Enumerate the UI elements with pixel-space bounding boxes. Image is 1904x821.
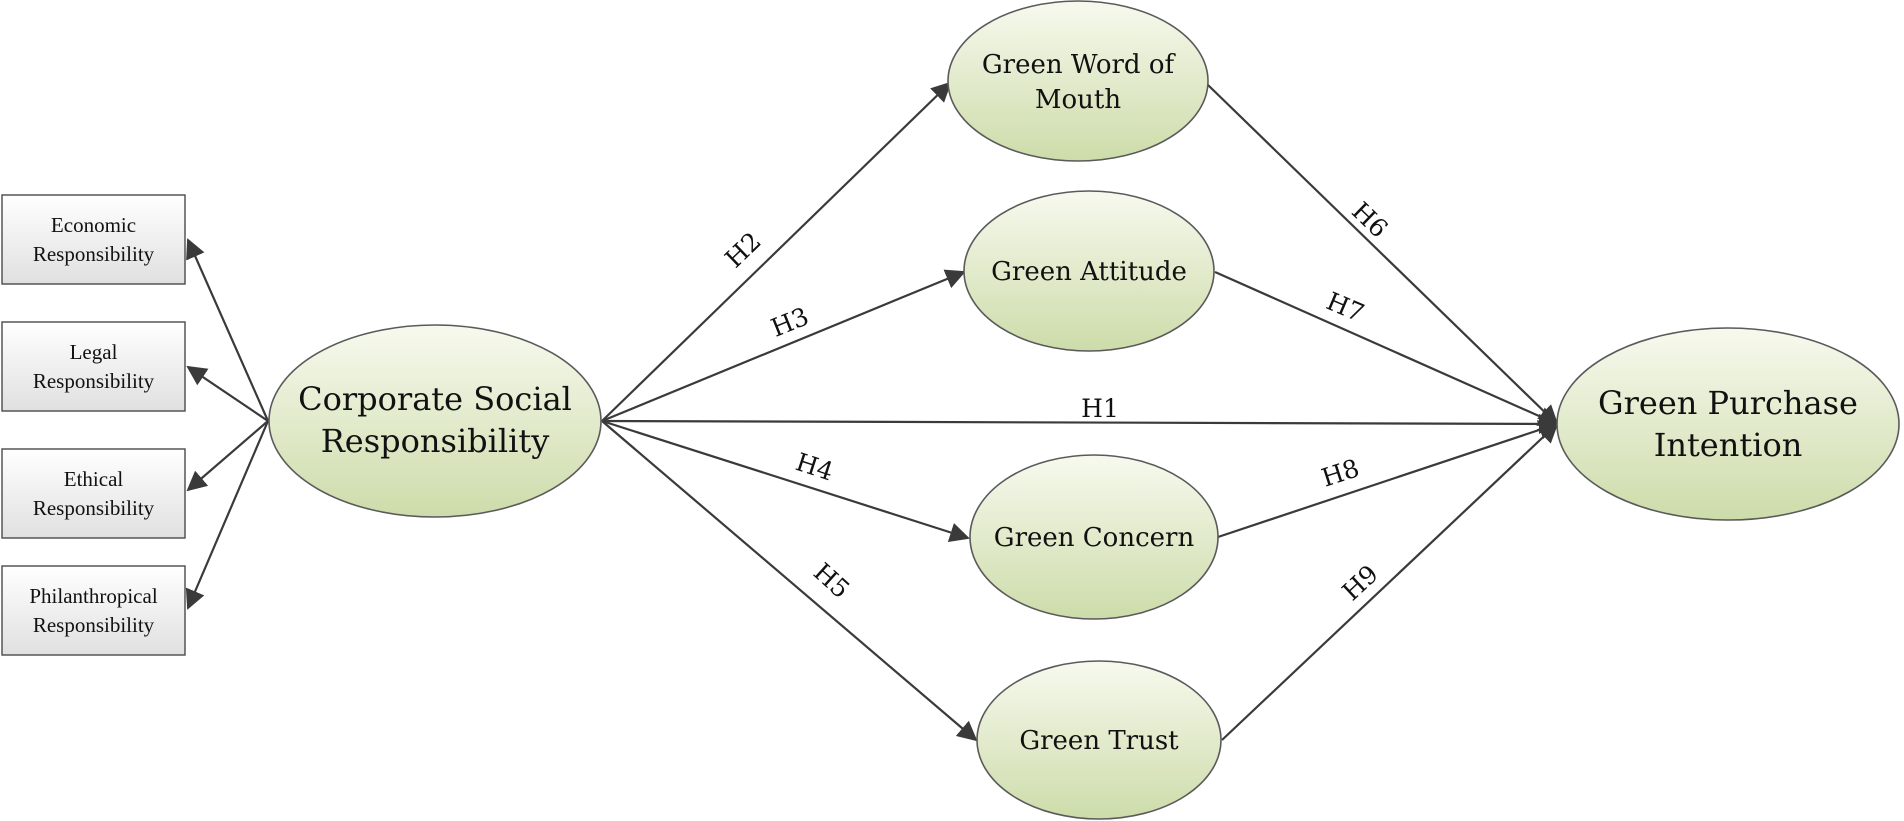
node-concern-line1: Green Concern: [994, 523, 1195, 553]
dimension-arrows: [185, 238, 270, 610]
dimension-legal-line1: Legal: [70, 340, 118, 364]
node-green-concern: Green Concern: [969, 454, 1219, 620]
node-gpi-line1: Green Purchase: [1598, 384, 1858, 422]
label-h6: H6: [1346, 196, 1393, 243]
arrow-h9: [1221, 422, 1559, 741]
arrow-csr-to-philanthropical: [185, 420, 270, 610]
arrow-h1: [601, 413, 1559, 434]
arrow-h4: [601, 419, 970, 543]
arrow-csr-to-legal: [186, 365, 269, 422]
dimension-box-philanthropical: Philanthropical Responsibility: [1, 565, 186, 656]
node-csr-line2: Responsibility: [321, 422, 550, 460]
arrow-h5: [601, 420, 978, 742]
dimension-legal-line2: Responsibility: [33, 369, 155, 393]
dimension-ethical-line2: Responsibility: [33, 496, 155, 520]
arrow-h6: [1207, 84, 1559, 426]
hypothesis-arrows: [601, 81, 1559, 742]
dimension-box-ethical: Ethical Responsibility: [1, 448, 186, 539]
node-green-word-of-mouth: Green Word of Mouth: [947, 0, 1209, 162]
dimension-box-economic: Economic Responsibility: [1, 194, 186, 285]
arrow-csr-to-ethical: [186, 420, 269, 492]
label-h1: H1: [1081, 394, 1119, 423]
label-h9: H9: [1337, 559, 1384, 606]
arrow-h8: [1217, 420, 1559, 539]
node-corporate-social-responsibility: Corporate Social Responsibility: [268, 324, 602, 518]
node-green-trust: Green Trust: [976, 660, 1222, 820]
node-gpi-line2: Intention: [1654, 426, 1803, 464]
dimension-economic-line1: Economic: [51, 213, 136, 237]
node-trust-line1: Green Trust: [1019, 726, 1179, 756]
node-gwom-line2: Mouth: [1035, 85, 1121, 115]
dimension-box-legal: Legal Responsibility: [1, 321, 186, 412]
node-green-attitude: Green Attitude: [963, 190, 1215, 352]
arrow-h3: [601, 269, 966, 423]
arrow-h2: [601, 81, 952, 422]
label-h5: H5: [808, 557, 855, 604]
node-attitude-line1: Green Attitude: [991, 257, 1187, 287]
label-h8: H8: [1318, 453, 1363, 492]
node-green-purchase-intention: Green Purchase Intention: [1556, 327, 1900, 521]
dimension-philanthropical-line1: Philanthropical: [29, 584, 157, 608]
dimension-ethical-line1: Ethical: [64, 467, 124, 491]
dimension-philanthropical-line2: Responsibility: [33, 613, 155, 637]
arrow-csr-to-economic: [186, 238, 270, 422]
label-h4: H4: [792, 447, 837, 486]
node-csr-line1: Corporate Social: [298, 380, 572, 418]
node-gwom-line1: Green Word of: [982, 50, 1177, 80]
arrow-h7: [1214, 270, 1559, 426]
dimension-economic-line2: Responsibility: [33, 242, 155, 266]
